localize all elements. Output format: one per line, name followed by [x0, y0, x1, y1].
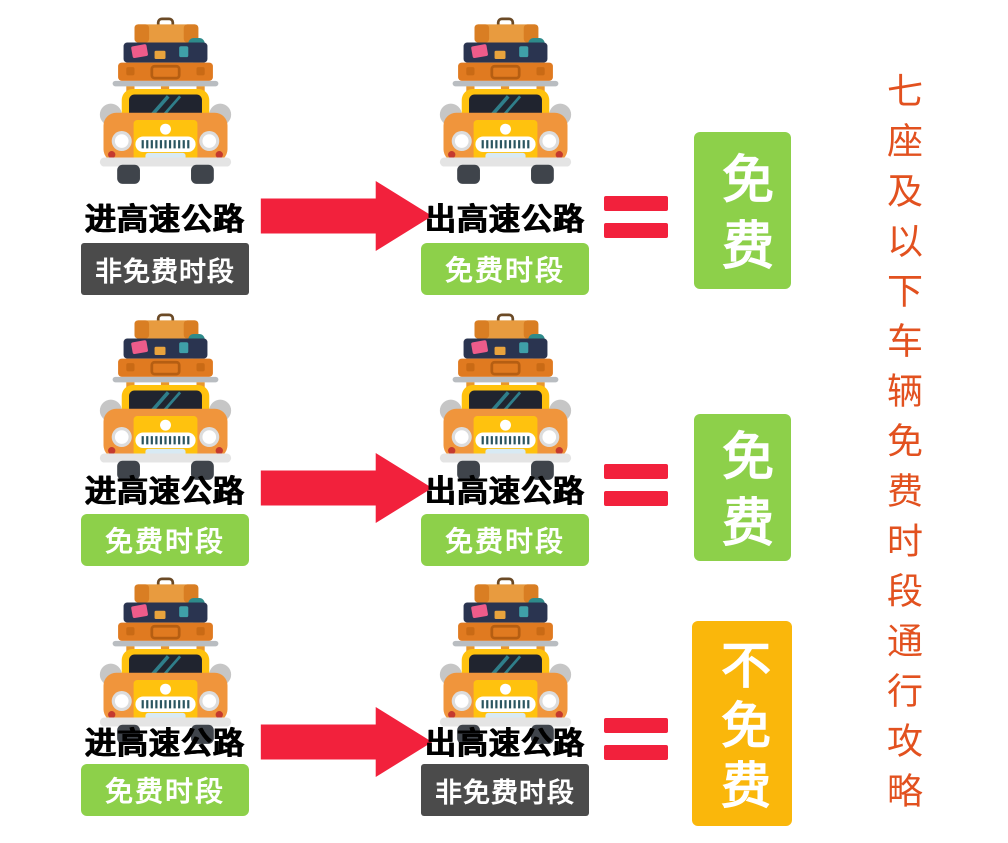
right-arrow-icon	[260, 179, 433, 253]
enter-period-badge: 免费时段	[81, 764, 249, 816]
car-with-luggage-icon	[428, 312, 583, 480]
enter-highway-label: 进高速公路	[85, 474, 245, 509]
page-title: 七座及以下车辆免费时段通行攻略	[880, 72, 924, 828]
enter-period-badge: 免费时段	[81, 514, 249, 566]
car-with-luggage-icon	[428, 576, 583, 744]
exit-period-badge: 免费时段	[421, 243, 589, 295]
exit-period-badge: 免费时段	[421, 514, 589, 566]
equals-icon	[604, 464, 668, 506]
enter-highway-label: 进高速公路	[85, 202, 245, 237]
exit-highway-label: 出高速公路	[425, 726, 585, 761]
equals-icon	[604, 718, 668, 760]
exit-highway-label: 出高速公路	[425, 202, 585, 237]
result-text: 免费	[713, 151, 772, 284]
car-with-luggage-icon	[88, 312, 243, 480]
equals-icon	[604, 196, 668, 238]
exit-period-badge: 非免费时段	[421, 764, 589, 816]
enter-highway-label: 进高速公路	[85, 726, 245, 761]
car-with-luggage-icon	[88, 16, 243, 184]
right-arrow-icon	[260, 451, 433, 525]
exit-highway-label: 出高速公路	[425, 474, 585, 509]
page-title-text: 七座及以下车辆免费时段通行攻略	[882, 72, 923, 822]
right-arrow-icon	[260, 705, 433, 779]
enter-period-badge: 非免费时段	[81, 243, 249, 295]
result-text: 不免费	[714, 638, 770, 819]
result-text: 免费	[713, 428, 772, 561]
car-with-luggage-icon	[88, 576, 243, 744]
car-with-luggage-icon	[428, 16, 583, 184]
result-badge-free: 免费	[694, 132, 791, 289]
result-badge-not-free: 不免费	[692, 621, 792, 826]
result-badge-free: 免费	[694, 414, 791, 561]
